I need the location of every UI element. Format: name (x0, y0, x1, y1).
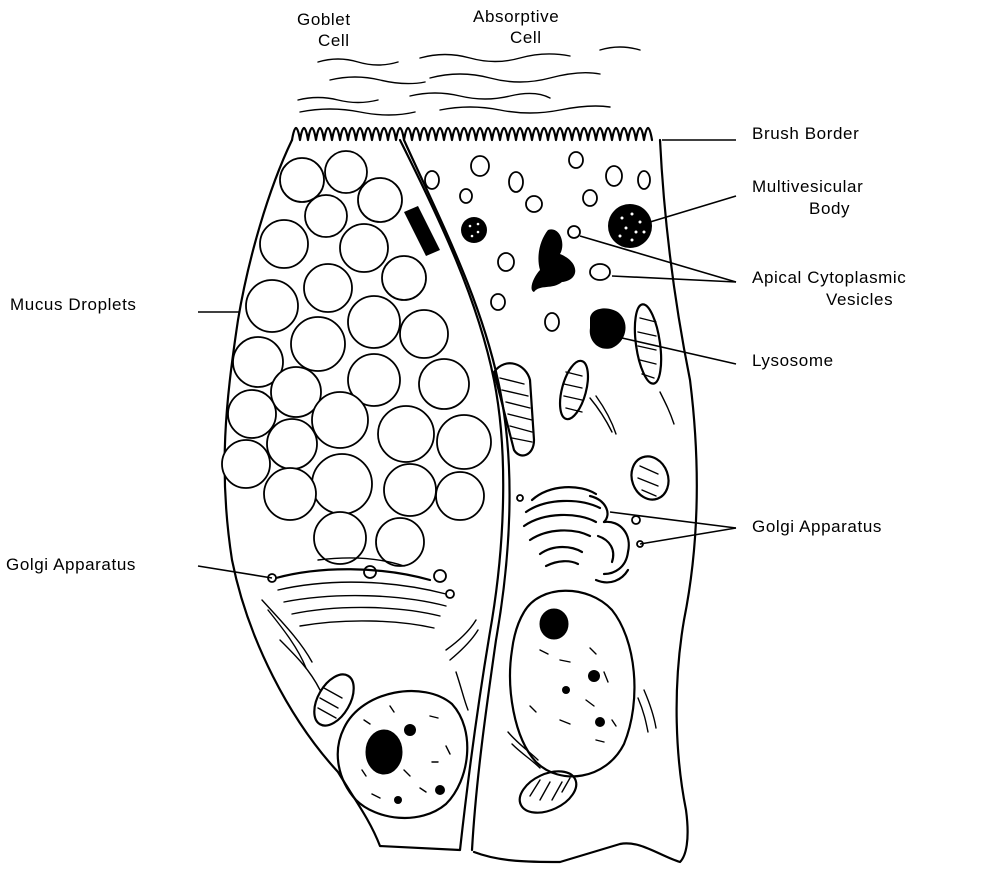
label-lysosome: Lysosome (752, 351, 834, 370)
label-golgi-apparatus-left: Golgi Apparatus (6, 555, 136, 574)
mitochondrion-1 (494, 363, 534, 455)
label-golgi-apparatus-right: Golgi Apparatus (752, 517, 882, 536)
goblet-nucleus (338, 691, 468, 818)
label-mucus-droplets: Mucus Droplets (10, 295, 137, 314)
lumen-mucus-strands (298, 47, 640, 115)
absorptive-cell-outline (474, 140, 697, 862)
lysosome (590, 308, 626, 348)
mitochondrion-4 (626, 451, 675, 505)
dense-body (532, 229, 576, 292)
label-apical-vesicles-line2: Vesicles (826, 290, 893, 309)
label-goblet-cell-line1: Goblet (297, 10, 351, 29)
absorptive-golgi-apparatus (517, 487, 643, 582)
label-multivesicular-body-line1: Multivesicular (752, 177, 863, 196)
label-absorptive-cell-line2: Cell (510, 28, 542, 47)
brush-border (292, 128, 652, 140)
label-absorptive-cell-line1: Absorptive (473, 7, 559, 26)
mitochondrion-2 (555, 358, 594, 422)
label-multivesicular-body-line2: Body (809, 199, 850, 218)
label-goblet-cell-line2: Cell (318, 31, 350, 50)
goblet-mitochondrion (306, 668, 362, 732)
goblet-cytoplasmic-filaments (262, 600, 478, 710)
goblet-golgi-apparatus (268, 558, 454, 628)
label-brush-border: Brush Border (752, 124, 859, 143)
absorptive-nucleus (510, 591, 634, 777)
label-apical-vesicles-line1: Apical Cytoplasmic (752, 268, 906, 287)
absorptive-mitochondria (494, 303, 674, 821)
